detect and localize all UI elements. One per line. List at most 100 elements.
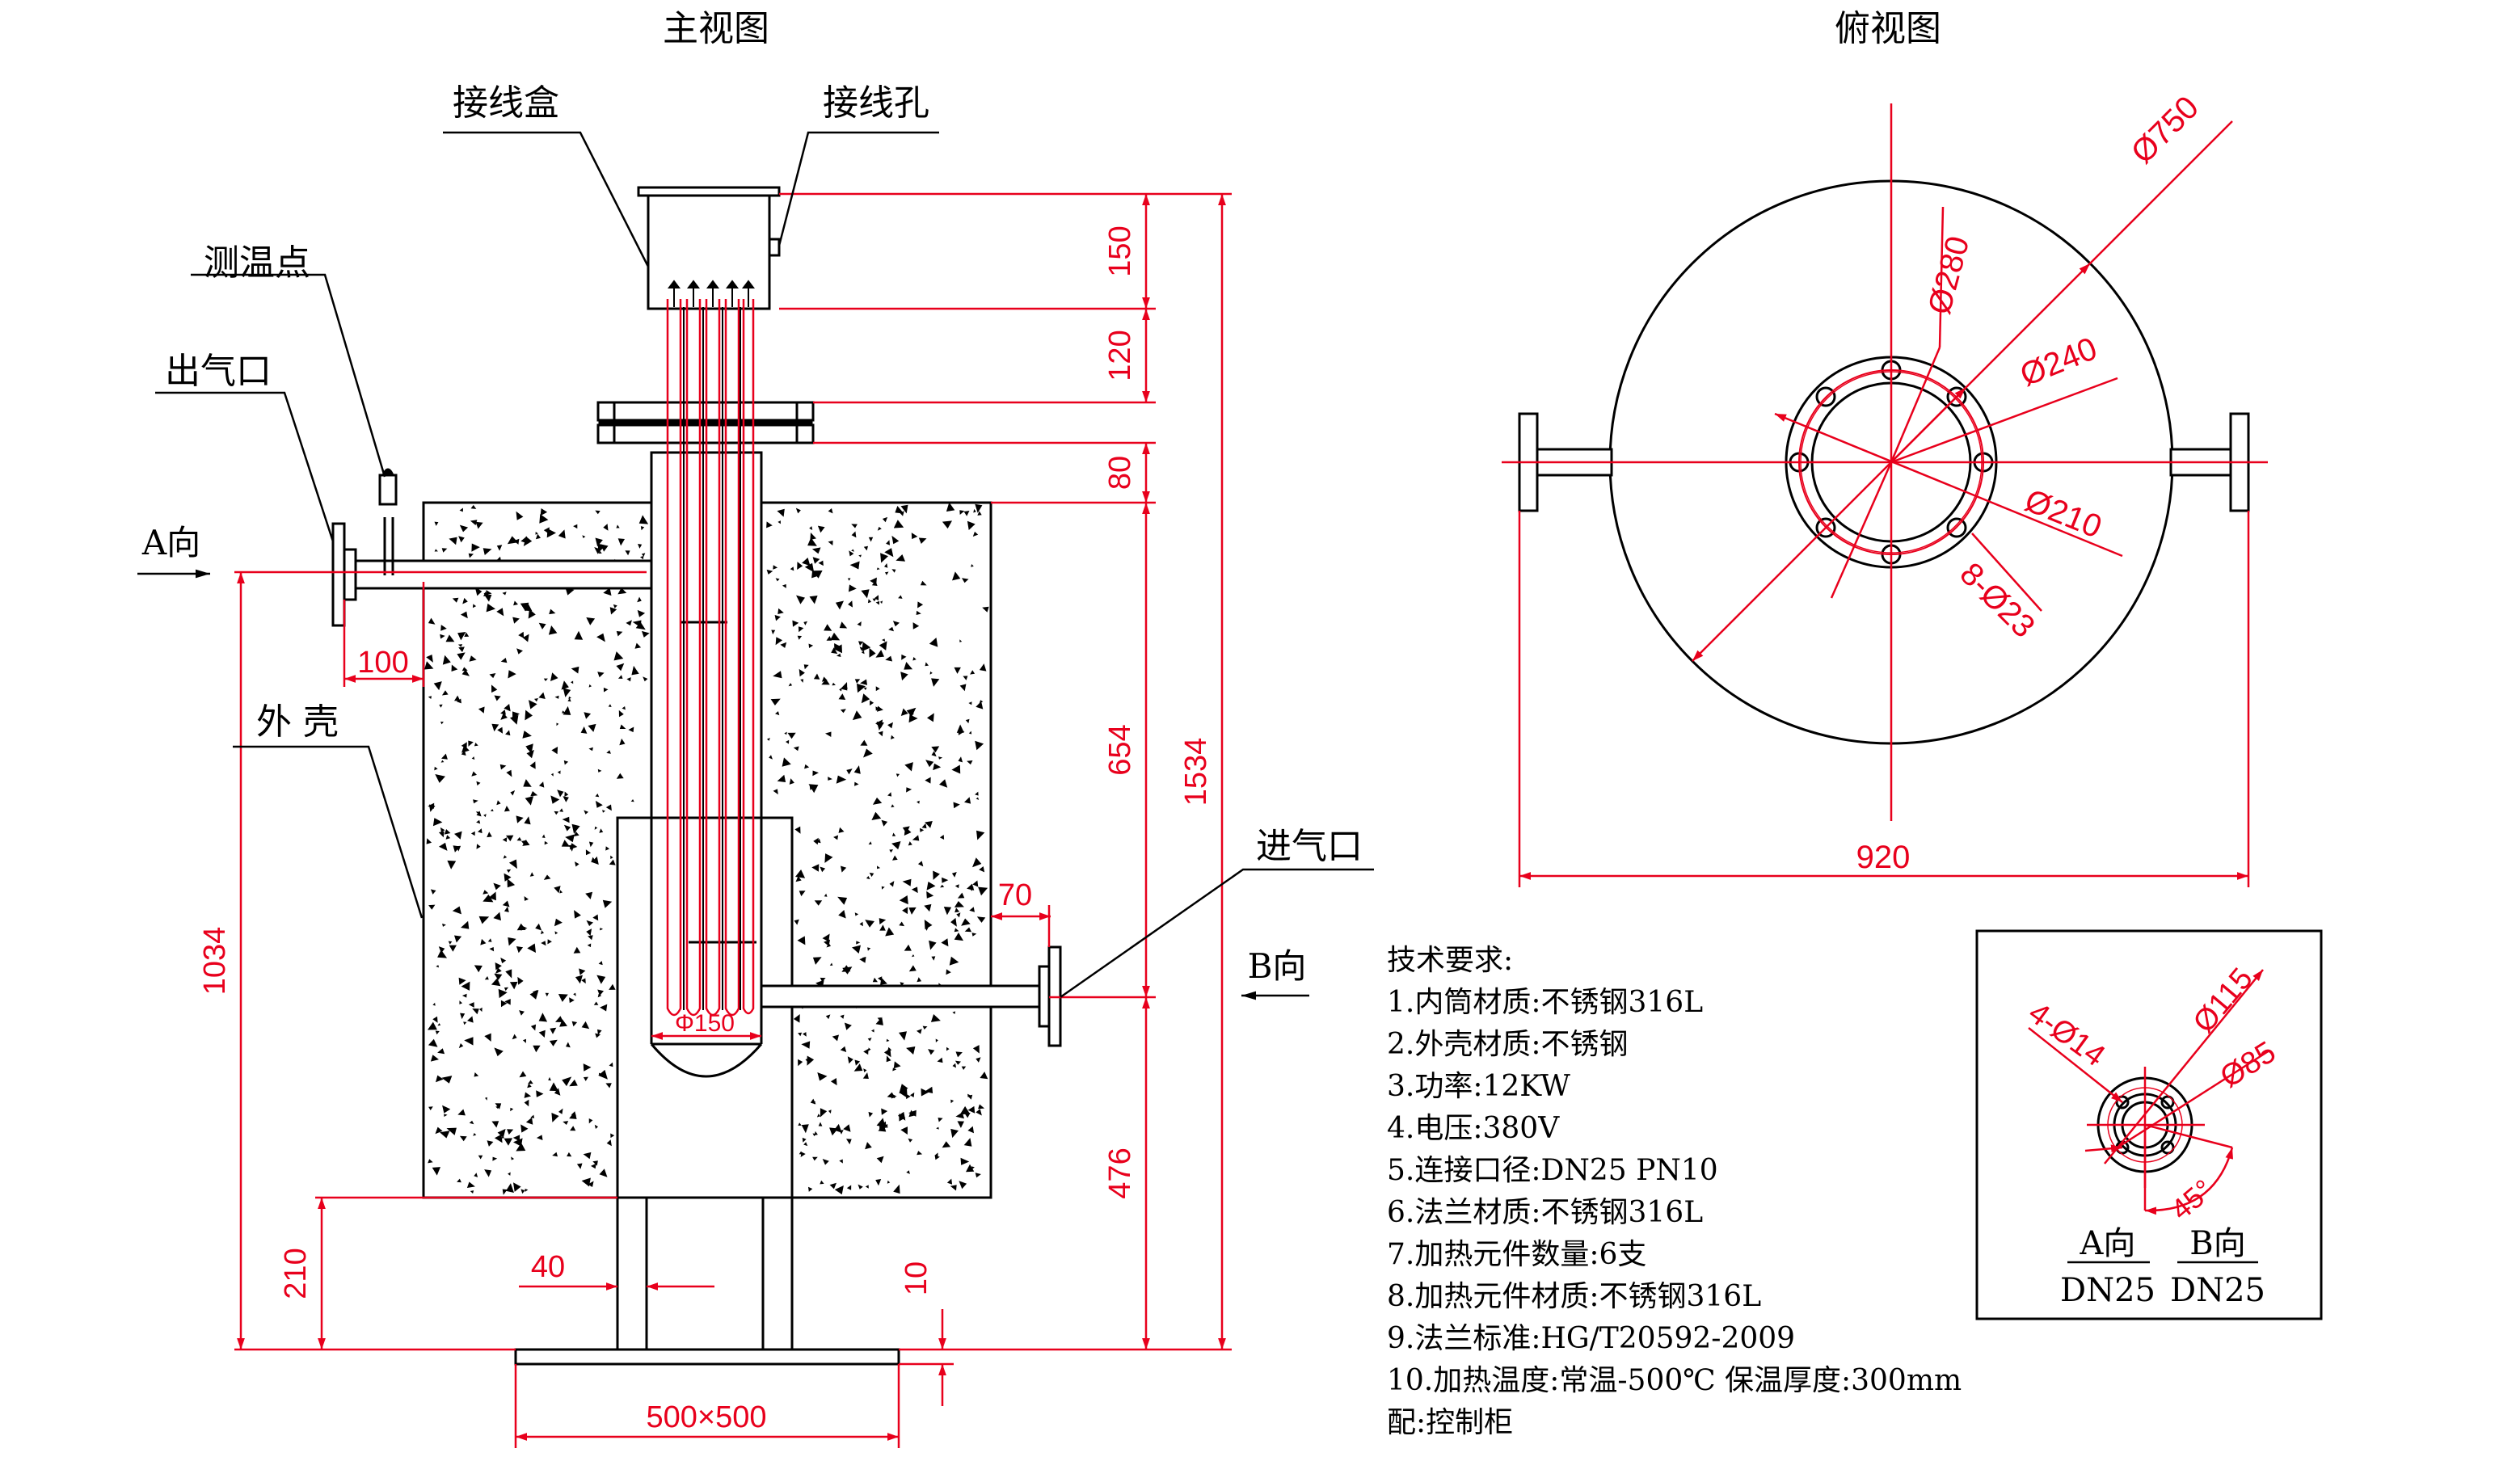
speckle-dot [457,632,466,641]
speckle-dot [483,548,492,555]
speckle-dot [875,706,879,711]
speckle-dot [798,1032,803,1037]
detail-a-dn: DN25 [2060,1272,2155,1309]
speckle-dot [594,547,602,554]
speckle-dot [584,712,592,719]
speckle-dot [513,600,518,606]
speckle-dot [516,511,524,520]
speckle-dot [868,1111,874,1118]
speckle-dot [449,945,457,952]
speckle-dot [571,680,574,684]
speckle-dot [875,1179,882,1186]
speckle-dot [428,1021,437,1030]
speckle-dot [872,977,878,983]
speckle-dot [824,624,832,631]
speckle-dot [503,855,508,859]
speckle-dot [524,816,531,825]
speckle-dot [933,763,942,771]
speckle-dot [524,896,529,901]
speckle-dot [876,567,880,571]
note-9: 9.法兰标准:HG/T20592-2009 [1387,1322,1795,1355]
speckle-dot [558,529,566,539]
speckle-dot [938,756,943,760]
speckle-dot [912,657,917,661]
speckle-dot [875,650,884,658]
speckle-dot [520,925,528,931]
speckle-dot [851,531,857,538]
speckle-dot [603,524,609,531]
speckle-dot [494,1047,504,1057]
speckle-dot [927,713,934,722]
speckle-dot [464,632,470,637]
speckle-dot [973,508,976,513]
speckle-dot [626,677,631,682]
speckle-dot [931,746,940,753]
speckle-dot [529,700,537,710]
speckle-dot [856,941,861,945]
speckle-dot [460,611,468,619]
speckle-dot [493,882,501,891]
dim-210: 210 [279,1248,313,1299]
speckle-dot [892,1067,897,1072]
speckle-dot [526,749,534,759]
speckle-dot [812,1156,818,1161]
speckle-dot [603,587,612,596]
speckle-dot [597,543,608,552]
speckle-dot [853,765,861,774]
speckle-dot [920,580,927,586]
speckle-dot [937,1057,943,1063]
speckle-dot [508,937,516,946]
speckle-dot [637,609,646,617]
speckle-dot [771,630,776,635]
speckle-dot [507,1129,514,1135]
speckle-dot [436,1075,444,1083]
speckle-dot [574,910,581,919]
speckle-dot [833,835,839,840]
speckle-dot [863,1048,869,1055]
speckle-dot [504,806,510,812]
speckle-dot [461,981,470,991]
speckle-dot [799,891,806,897]
dim-40: 40 [531,1250,565,1284]
speckle-dot [428,1106,433,1110]
speckle-dot [833,1123,842,1133]
speckle-dot [428,1038,438,1047]
speckle-dot [446,1127,457,1135]
speckle-dot [426,838,432,844]
speckle-dot [861,589,870,599]
speckle-dot [908,907,917,915]
speckle-dot [463,1021,467,1025]
speckle-dot [911,886,918,894]
speckle-dot [904,662,913,670]
speckle-dot [533,989,538,996]
speckle-dot [622,706,626,710]
speckle-dot [571,1021,578,1027]
element-terminals [668,280,755,307]
speckle-dot [440,634,445,639]
speckle-dot [432,1002,436,1006]
speckle-dot [640,556,644,560]
speckle-dot [908,965,917,972]
speckle-dot [834,643,840,650]
speckle-dot [484,594,492,602]
speckle-dot [884,548,894,558]
note-2: 2.外壳材质:不锈钢 [1387,1028,1628,1061]
speckle-dot [526,747,532,753]
speckle-dot [904,944,912,951]
speckle-dot [564,791,569,797]
speckle-dot [862,642,871,652]
speckle-dot [931,678,940,687]
speckle-dot [619,738,626,746]
speckle-dot [839,688,842,692]
speckle-dot [976,797,980,800]
detail-a-label: A向 [2080,1225,2136,1262]
speckle-dot [547,939,552,945]
speckle-dot [891,735,895,739]
speckle-dot [640,526,645,531]
speckle-dot [617,587,627,595]
speckle-dot [549,1039,558,1046]
speckle-dot [775,711,780,716]
speckle-dot [861,693,870,704]
speckle-dot [605,1083,612,1088]
speckle-dot [509,981,518,990]
